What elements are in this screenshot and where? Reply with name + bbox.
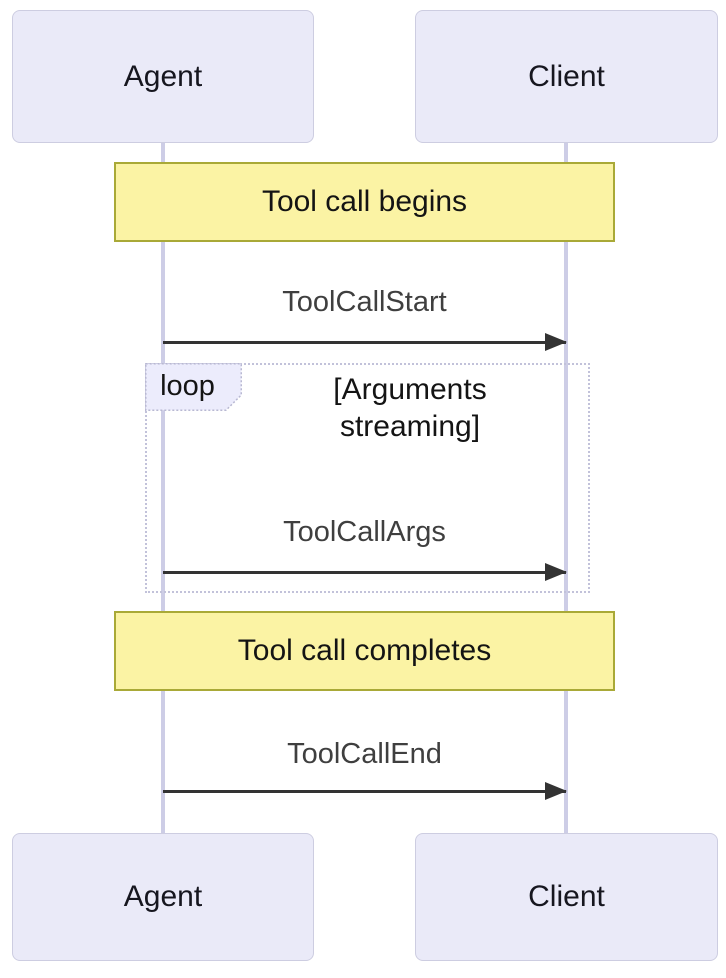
actor-top-agent: Agent [12,10,314,143]
loop-tag-pentagon-icon [145,363,242,411]
message-label-toolcallstart: ToolCallStart [282,286,447,318]
arrowhead-icon [545,782,567,800]
note-tool-call-completes: Tool call completes [114,611,615,691]
arrowhead-icon [545,563,567,581]
actor-label: Agent [123,59,203,93]
actor-label: Client [528,880,605,913]
lifeline-client [564,143,568,833]
note-tool-call-begins: Tool call begins [114,162,615,242]
actor-label: Agent [123,880,203,913]
message-arrow-toolcallend [163,782,567,800]
actor-bottom-client: Client [415,833,718,961]
loop-tag: loop [145,363,242,411]
actor-bottom-agent: Agent [12,833,314,961]
actor-label: Client [528,59,605,93]
arrowhead-icon [545,333,567,351]
message-arrow-toolcallstart [163,333,567,351]
message-label-toolcallend: ToolCallEnd [287,738,442,770]
note-text: Tool call begins [261,185,468,218]
note-text: Tool call completes [237,634,492,667]
message-arrow-toolcallargs [163,563,567,581]
loop-tag-label: loop [160,369,215,402]
lifeline-agent [161,143,165,833]
message-label-toolcallargs: ToolCallArgs [283,516,446,548]
loop-condition: [Arguments streaming] [333,373,487,443]
loop-frame [145,363,590,593]
actor-top-client: Client [415,10,718,143]
